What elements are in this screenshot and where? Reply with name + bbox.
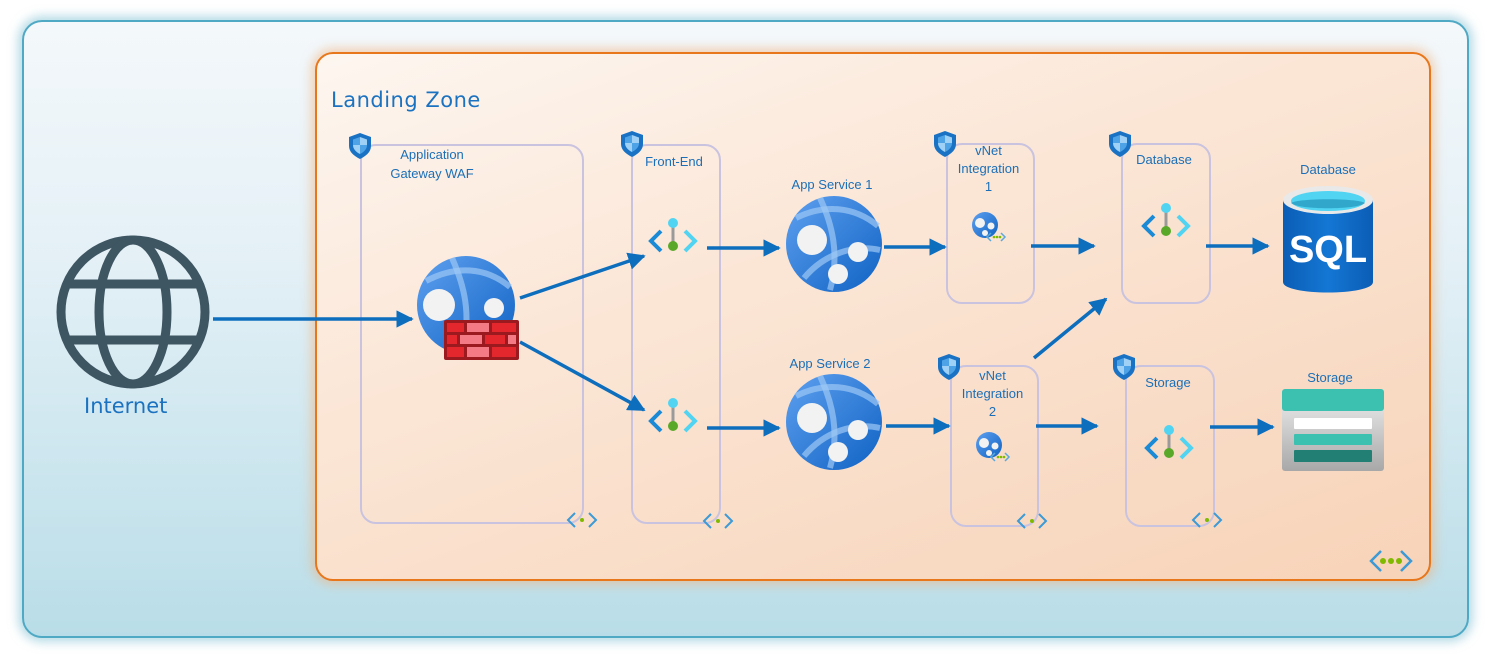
subnet-vnet-integration-2[interactable] bbox=[950, 365, 1039, 527]
app-service-2-label: App Service 2 bbox=[789, 356, 871, 371]
subnet-appgw[interactable] bbox=[360, 144, 584, 524]
appgw-label-line1: Application bbox=[400, 147, 464, 162]
appgw-label: Application Gateway WAF bbox=[362, 145, 502, 183]
subnet-vnet-integration-1[interactable] bbox=[946, 143, 1035, 304]
app-service-1-label: App Service 1 bbox=[791, 177, 873, 192]
vnet1-label-line3: 1 bbox=[984, 179, 993, 194]
vnet1-label-line2: Integration bbox=[957, 161, 1020, 176]
internet-label: Internet bbox=[84, 394, 168, 418]
database-subnet-label: Database bbox=[1136, 152, 1192, 167]
appgw-label-line2: Gateway WAF bbox=[390, 166, 474, 181]
vnet2-label-line3: 2 bbox=[988, 404, 997, 419]
vnet1-label: vNet Integration 1 bbox=[946, 142, 1031, 196]
vnet2-label-line2: Integration bbox=[961, 386, 1024, 401]
subnet-database[interactable] bbox=[1121, 143, 1211, 304]
frontend-label: Front-End bbox=[645, 154, 703, 169]
subnet-storage[interactable] bbox=[1125, 365, 1215, 527]
storage-subnet-label: Storage bbox=[1145, 375, 1191, 390]
vnet2-label: vNet Integration 2 bbox=[950, 367, 1035, 421]
subnet-frontend[interactable] bbox=[631, 144, 721, 524]
landing-zone-title: Landing Zone bbox=[331, 88, 481, 112]
vnet2-label-line1: vNet bbox=[979, 368, 1006, 383]
storage-account-label: Storage bbox=[1307, 370, 1353, 385]
vnet1-label-line1: vNet bbox=[975, 143, 1002, 158]
sql-database-label: Database bbox=[1300, 162, 1356, 177]
